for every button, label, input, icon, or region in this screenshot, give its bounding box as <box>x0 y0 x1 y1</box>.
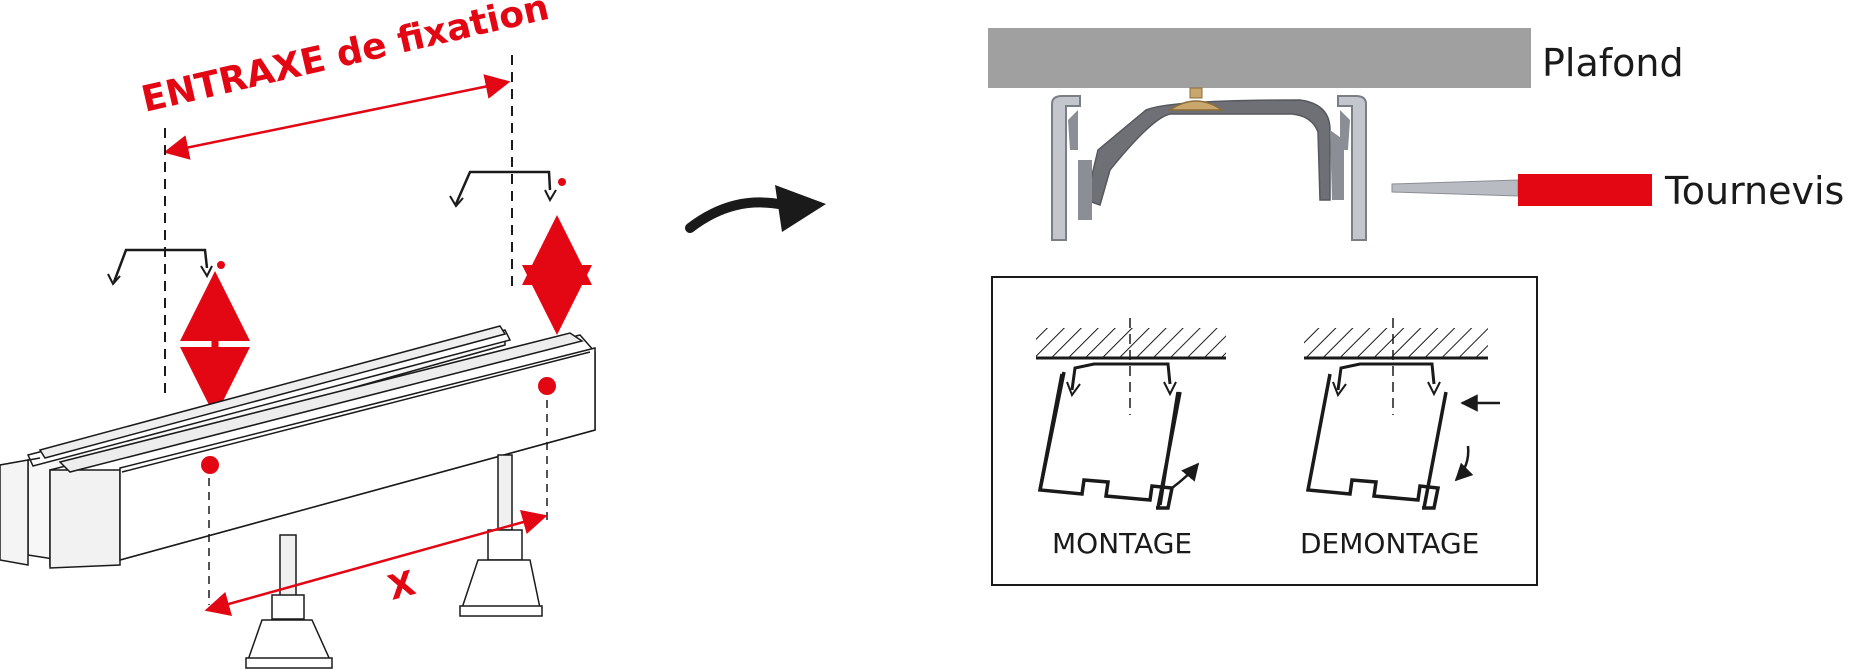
rail-profiles <box>0 325 596 569</box>
rail-assembly: ENTRAXE de fixation <box>0 0 596 669</box>
x-dimension-line <box>204 509 548 617</box>
x-dimension-label: X <box>384 563 420 608</box>
demontage-label: DEMONTAGE <box>1300 527 1479 560</box>
tournevis-label: Tournevis <box>1664 169 1844 213</box>
montage-label: MONTAGE <box>1052 527 1192 560</box>
rail-cross-section <box>1051 87 1367 241</box>
plafond-label: Plafond <box>1542 41 1684 85</box>
screwdriver-icon <box>1391 174 1652 206</box>
rotation-arrow-icon <box>1454 445 1474 482</box>
demontage-diagram: DEMONTAGE <box>1300 318 1500 560</box>
rail-left-dot <box>201 456 219 474</box>
instruction-box: MONTAGE DEMONTAGE <box>991 276 1538 586</box>
curved-arrow-icon <box>685 185 826 233</box>
left-bracket-dot <box>217 261 225 269</box>
ceiling-slab <box>988 28 1531 88</box>
entraxe-label: ENTRAXE de fixation <box>138 0 553 121</box>
ceiling-section: Plafond Tournevis <box>988 28 1844 241</box>
montage-diagram: MONTAGE <box>1036 318 1226 560</box>
entraxe-dimension-line <box>163 74 511 160</box>
rail-right-dot <box>538 377 556 395</box>
left-hook-bracket <box>112 248 209 283</box>
right-bracket-dot <box>558 178 566 186</box>
right-hook-bracket <box>454 170 552 205</box>
rotation-arrow-icon <box>1171 462 1200 489</box>
